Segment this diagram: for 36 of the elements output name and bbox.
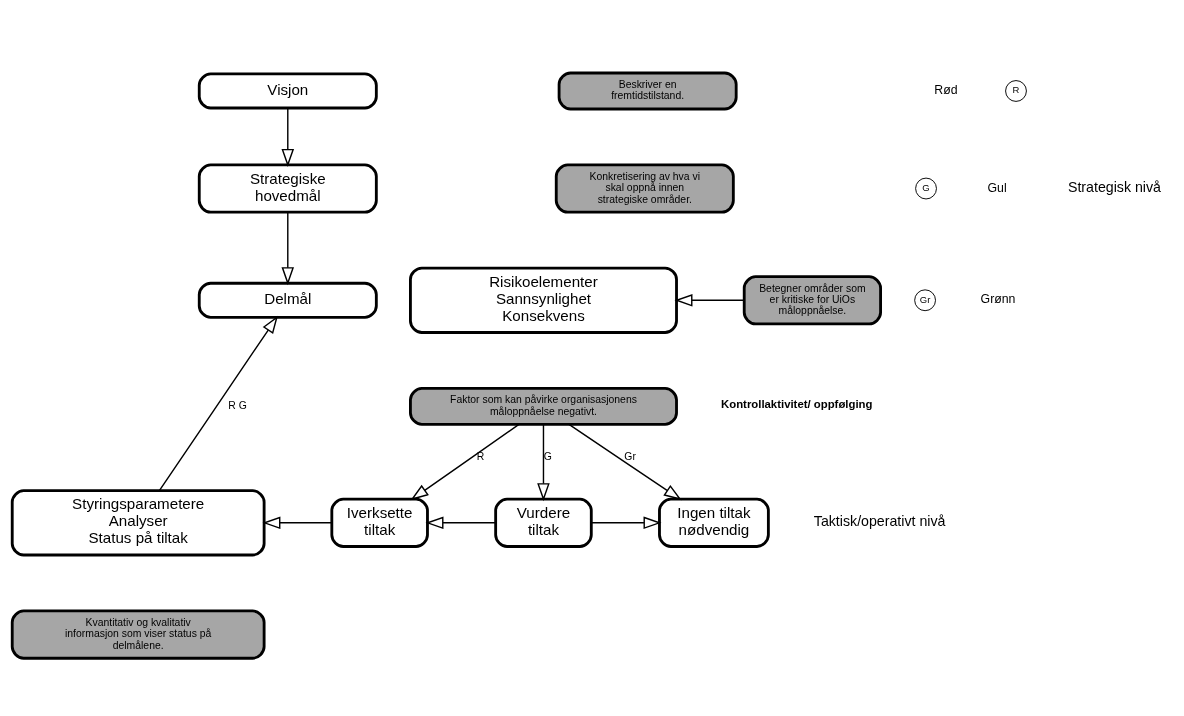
arrow	[590, 516, 662, 529]
edge-label: G	[543, 450, 552, 462]
label: Kontrollaktivitet/ oppfølging	[721, 397, 873, 410]
arrow	[281, 106, 295, 167]
node-box: Visjon	[197, 72, 378, 109]
arrow	[281, 211, 295, 285]
edge-label: R G	[228, 399, 247, 411]
edge-label: Gr	[624, 450, 636, 462]
node-box: Styringsparametere Analyser Status på tiltak	[10, 488, 266, 556]
arrow	[262, 516, 333, 529]
arrow	[425, 516, 497, 529]
label: Strategisk nivå	[1067, 178, 1162, 195]
legend-label: Grønn	[980, 291, 1016, 306]
arrow	[537, 423, 550, 501]
node-box: Betegner områder som er kritiske for UiOs måloppnåelse.	[742, 274, 882, 325]
node-box: Ingen tiltak nødvendig	[658, 497, 770, 548]
edge-label: R	[476, 450, 485, 462]
node-box: Faktor som kan påvirke organisasjonens måloppnåelse negativt.	[409, 386, 678, 426]
node-box: Kvantitativ og kvalitativ informasjon som viser status på delmålene.	[10, 608, 266, 660]
node-box: Beskriver en fremtidstilstand.	[557, 71, 738, 110]
label: R	[1012, 83, 1020, 95]
node-box: Iverksette tiltak	[330, 497, 429, 548]
label: G	[922, 181, 930, 193]
legend-label: Gul	[987, 180, 1007, 195]
label: Taktisk/operativt nivå	[813, 512, 946, 529]
legend-label: Rød	[934, 82, 958, 97]
arrow	[158, 315, 278, 491]
node-box: Risikoelementer Sannsynlighet Konsekvens	[409, 266, 678, 334]
node-box: Strategiske hovedmål	[197, 162, 378, 214]
arrow	[410, 423, 520, 500]
node-box: Konkretisering av hva vi skal oppnå innen strategiske områder.	[554, 162, 735, 214]
arrow	[674, 293, 745, 307]
arrow	[568, 423, 682, 500]
node-box: Delmål	[197, 281, 378, 319]
node-box: Vurdere tiltak	[494, 497, 593, 548]
label: Gr	[919, 293, 931, 305]
